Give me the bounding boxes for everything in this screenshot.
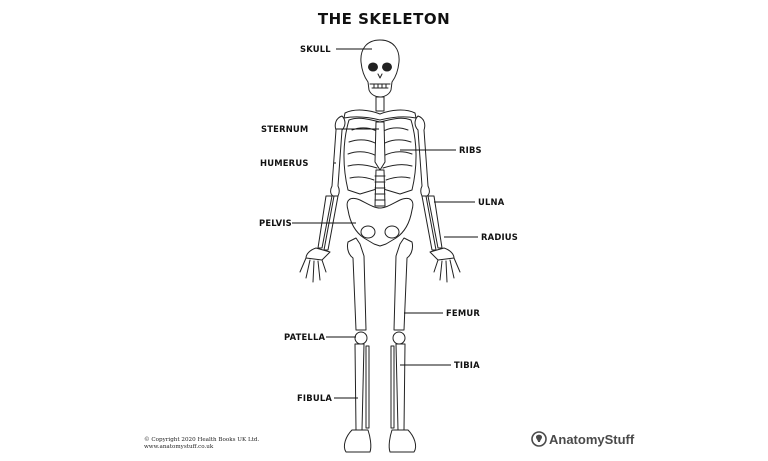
label-radius: RADIUS [481, 232, 519, 242]
label-ribs: RIBS [459, 145, 482, 155]
label-patella: PATELLA [284, 332, 326, 342]
label-femur: FEMUR [446, 308, 481, 318]
copyright-text: © Copyright 2020 Health Books UK Ltd. [144, 437, 260, 443]
label-ulna: ULNA [478, 197, 505, 207]
label-sternum: STERNUM [261, 124, 309, 134]
label-skull: SKULL [300, 44, 331, 54]
website-link[interactable]: www.anatomystuff.co.uk [144, 444, 214, 450]
brand-logo: AnatomyStuff [531, 428, 634, 450]
brand-name: AnatomyStuff [549, 431, 635, 447]
label-pelvis: PELVIS [259, 218, 292, 228]
label-fibula: FIBULA [297, 393, 333, 403]
label-humerus: HUMERUS [260, 158, 309, 168]
diagram-title: THE SKELETON [317, 10, 451, 28]
copyright-notice: © Copyright 2020 Health Books UK Ltd. ww… [144, 437, 259, 451]
label-tibia: TIBIA [454, 360, 480, 370]
brand-skull-icon [531, 431, 547, 447]
